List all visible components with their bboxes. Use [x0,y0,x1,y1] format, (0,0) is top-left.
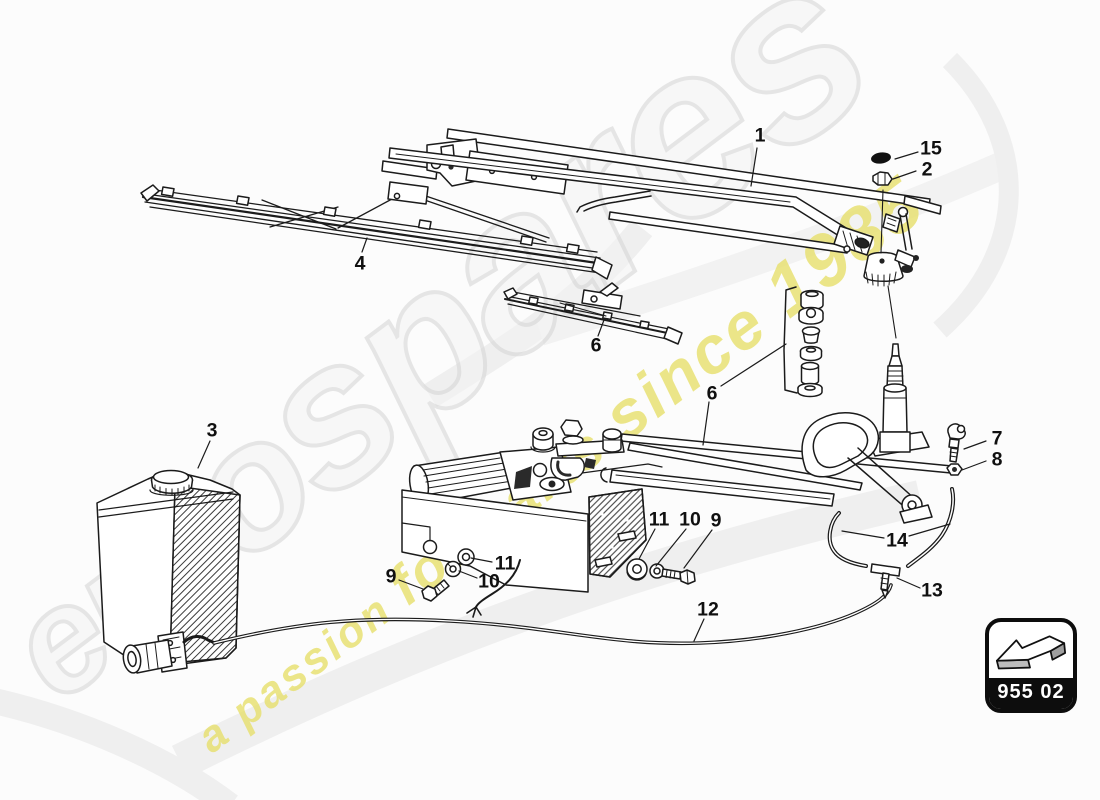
spindle-bracket [801,412,933,524]
callout-leaders [197,147,987,642]
washer-hose [212,583,893,646]
callout-10-right: 10 [679,508,701,531]
callout-1: 1 [754,124,766,147]
callout-2: 2 [921,158,933,181]
callout-13: 13 [921,579,943,602]
wiper-pivot-head [833,206,919,287]
wiper-blade-large [140,181,613,280]
callout-9-left: 9 [385,565,397,588]
callout-6b: 6 [706,382,718,405]
callout-6a: 6 [590,334,602,357]
callout-11-left: 11 [494,552,516,575]
bushing-kit [783,286,824,398]
motor-wires [466,559,521,618]
callout-12: 12 [697,598,719,621]
tee-connector [870,563,901,599]
spindle-nut-2 [872,171,893,186]
wiper-blade-small [503,282,683,345]
callout-3: 3 [206,419,218,442]
grommet-15 [871,152,891,164]
wiper-arm [388,147,852,254]
washer-pump [122,631,217,674]
windscreen-frame [381,128,942,215]
callout-15: 15 [920,137,942,160]
callout-8: 8 [991,448,1003,471]
washer-jet [947,423,966,463]
fasteners-left [421,548,475,602]
jet-hoses [827,487,956,568]
part-code: 955 02 [989,678,1073,709]
callout-9-right: 9 [710,509,722,532]
jet-nut [946,463,963,476]
cover-plate [588,488,647,578]
callout-7: 7 [991,427,1003,450]
callout-11-right: 11 [648,508,670,531]
callout-10-left: 10 [478,570,500,593]
mounting-bracket [401,463,663,593]
direction-arrow-icon [989,622,1073,678]
crank-linkage [530,419,625,492]
part-code-badge: 955 02 [985,618,1077,713]
axis-guide-lines [880,189,897,339]
washer-reservoir [96,469,241,670]
callout-4: 4 [354,252,366,275]
fasteners-right [626,558,696,585]
callout-14: 14 [886,529,908,552]
